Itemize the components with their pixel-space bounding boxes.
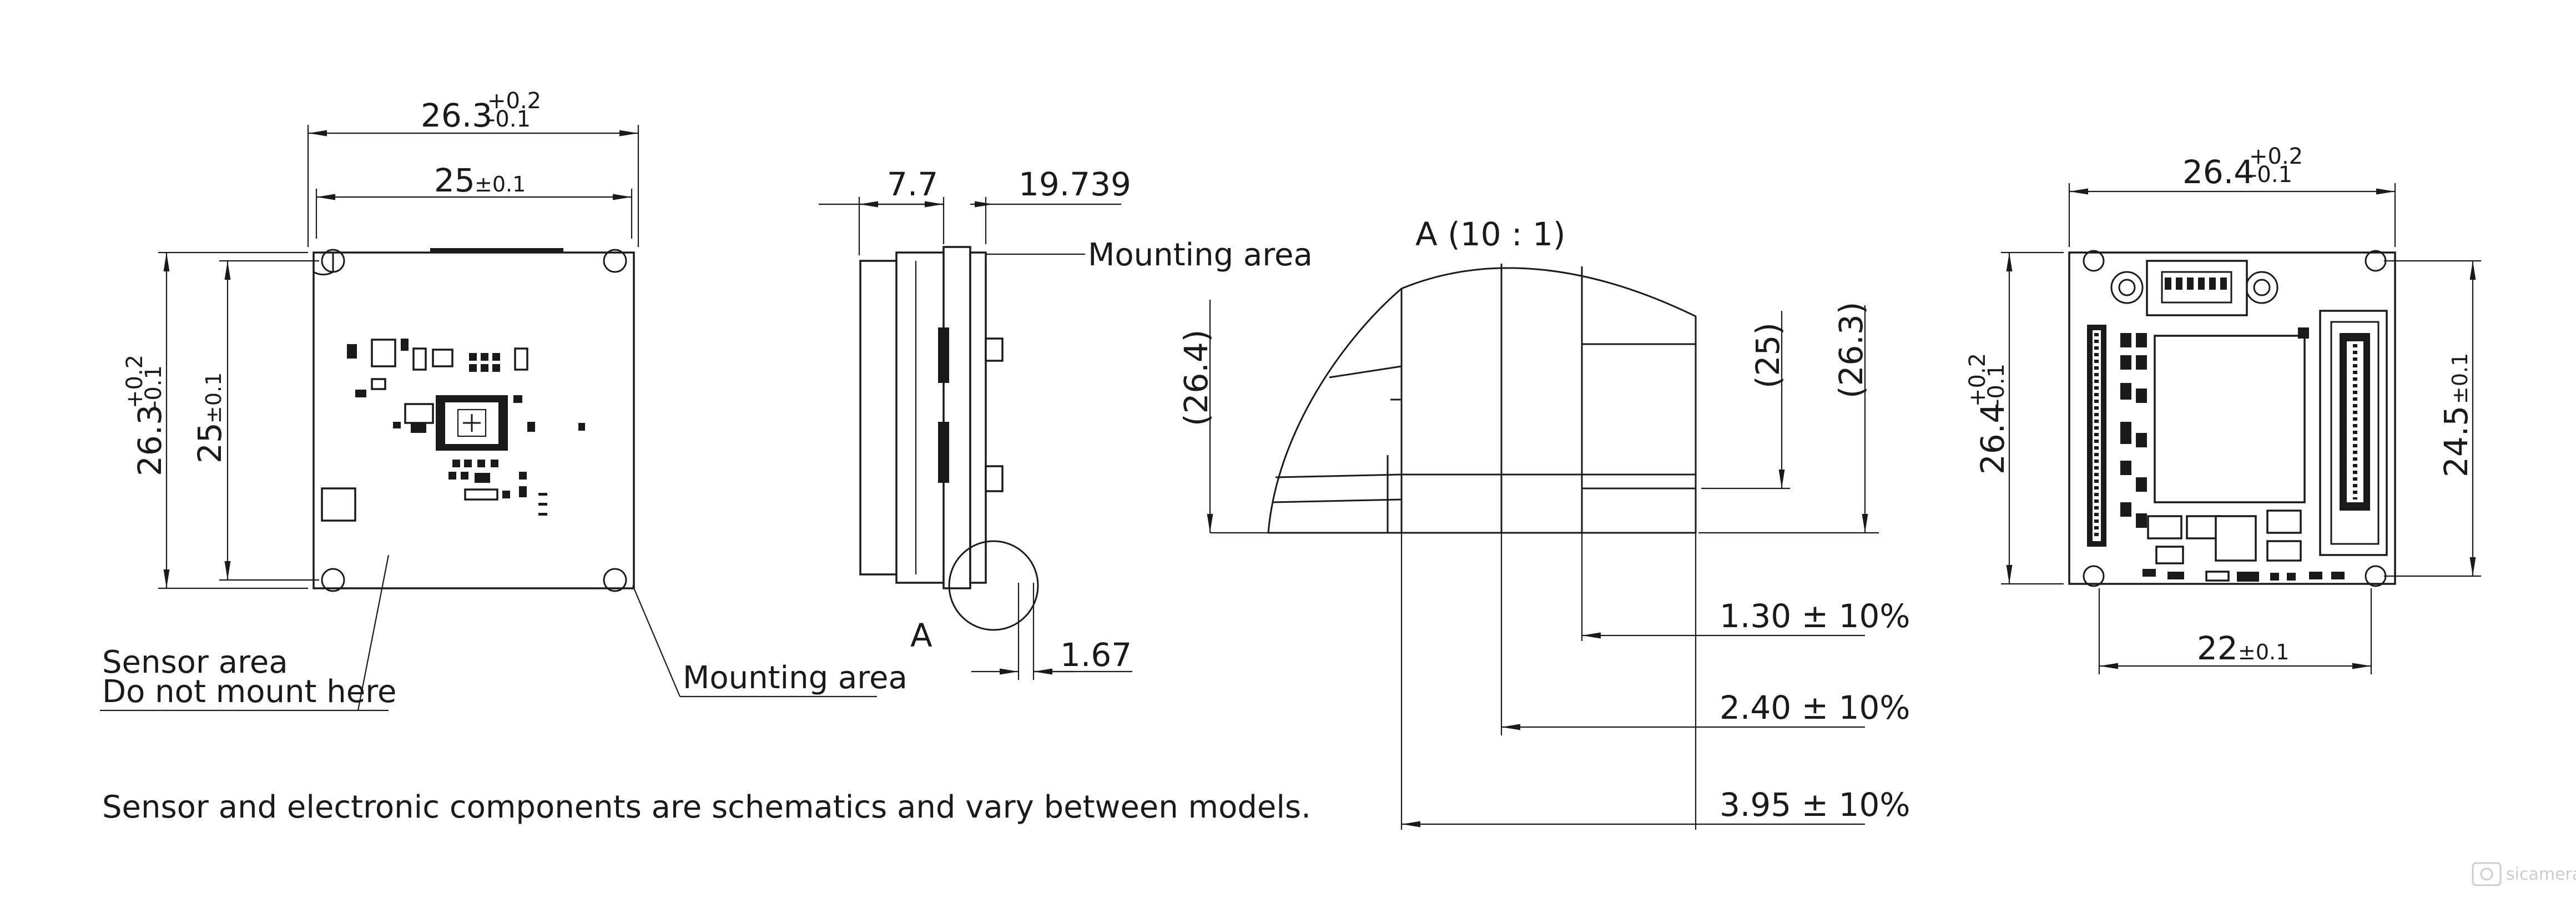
dim-side-19-739: 19.739 xyxy=(970,165,1131,244)
dim-front-width-outer: 26.3 +0.2 -0.1 xyxy=(307,88,639,247)
dim-back-width-top-nominal: 26.4 xyxy=(2182,153,2254,191)
back-left-connector xyxy=(2087,325,2106,547)
dim-side-1-67: 1.67 xyxy=(971,583,1132,680)
dim-back-width-bottom-tol: ±0.1 xyxy=(2238,640,2289,664)
watermark-logo-icon xyxy=(2472,862,2502,886)
detail-circle-a xyxy=(948,540,1039,631)
dim-back-height-left-upper: +0.2 xyxy=(1965,353,1990,407)
dim-front-width-inner: 25 ±0.1 xyxy=(315,162,633,239)
dim-front-height-outer-upper: +0.2 xyxy=(122,355,148,408)
dim-detail-25-value: (25) xyxy=(1749,322,1787,389)
detail-arc-outline xyxy=(1267,267,1697,534)
dim-side-7-7: 7.7 xyxy=(819,165,945,255)
dim-side-1-67-value: 1.67 xyxy=(1060,636,1132,674)
dim-front-width-outer-upper: +0.2 xyxy=(487,88,541,114)
back-components xyxy=(2120,327,2345,582)
watermark: sicamera xyxy=(2472,862,2576,886)
front-top-strip xyxy=(430,248,563,253)
dim-front-height-inner: 25 ±0.1 xyxy=(191,260,319,581)
dim-detail-26-3: (26.3) xyxy=(1698,302,1879,534)
dim-back-height-right: 24.5 ±0.1 xyxy=(2384,260,2481,577)
dim-side-7-7-value: 7.7 xyxy=(887,165,938,203)
dim-front-height-inner-tol: ±0.1 xyxy=(201,372,226,423)
dim-detail-26-4: (26.4) xyxy=(1177,300,1399,534)
footnote: Sensor and electronic components are sch… xyxy=(102,789,1311,825)
front-mounting-callout: Mounting area xyxy=(632,585,908,698)
dim-front-height-outer: 26.3 +0.2 -0.1 xyxy=(122,251,308,589)
dim-front-width-outer-lower: -0.1 xyxy=(487,107,531,132)
back-usb-connector xyxy=(2319,310,2388,556)
sensor-chip xyxy=(436,395,508,451)
dim-detail-26-4-value: (26.4) xyxy=(1177,330,1215,426)
dim-detail-25: (25) xyxy=(1701,311,1790,490)
dim-back-height-right-tol: ±0.1 xyxy=(2448,353,2472,404)
back-view: 26.4 +0.2 -0.1 26.4 +0.2 -0.1 24.5 ±0.1 xyxy=(1965,144,2481,674)
dim-front-height-inner-nominal: 25 xyxy=(191,422,229,463)
dim-back-width-bottom-nominal: 22 xyxy=(2197,629,2238,667)
front-mounting-label: Mounting area xyxy=(683,660,908,696)
dim-back-width-top: 26.4 +0.2 -0.1 xyxy=(2068,144,2396,247)
dim-back-height-left-nominal: 26.4 xyxy=(1974,403,2012,475)
dim-front-width-outer-nominal: 26.3 xyxy=(421,97,492,134)
dim-detail-thick-1: 1.30 ± 10% xyxy=(1720,597,1910,635)
dim-back-width-top-upper: +0.2 xyxy=(2249,144,2303,169)
side-mounting-label: Mounting area xyxy=(1088,237,1313,273)
sensor-area-label: Sensor area xyxy=(102,644,288,680)
dim-front-width-inner-nominal: 25 xyxy=(434,162,475,199)
side-components xyxy=(915,261,1004,574)
detail-title: A (10 : 1) xyxy=(1415,215,1566,253)
side-view: A 7.7 19.739 Mounting area 1. xyxy=(819,165,1313,680)
front-components xyxy=(321,339,585,522)
sensor-area-callout: Sensor area Do not mount here xyxy=(100,554,396,712)
front-view: 26.3 +0.2 -0.1 25 ±0.1 26.3 +0.2 -0.1 xyxy=(100,88,908,712)
dim-detail-thick-2: 2.40 ± 10% xyxy=(1720,689,1910,727)
dim-back-height-right-nominal: 24.5 xyxy=(2437,406,2475,477)
dim-back-height-left: 26.4 +0.2 -0.1 xyxy=(1965,251,2064,585)
front-mounting-holes xyxy=(312,249,627,592)
back-main-chip xyxy=(2154,335,2306,503)
dim-front-height-outer-lower: -0.1 xyxy=(141,365,167,408)
dim-detail-thickness: 1.30 ± 10% 2.40 ± 10% 3.95 ± 10% xyxy=(1400,533,1910,830)
back-top-connector xyxy=(2110,260,2278,316)
detail-marker-a: A xyxy=(910,617,932,654)
dim-front-width-inner-tol: ±0.1 xyxy=(475,172,526,196)
side-mounting-callout: Mounting area xyxy=(986,237,1313,273)
dim-back-width-top-lower: -0.1 xyxy=(2249,162,2292,188)
dim-back-height-left-lower: -0.1 xyxy=(1984,364,2009,407)
watermark-text: sicamera xyxy=(2506,865,2576,884)
sensor-no-mount-label: Do not mount here xyxy=(102,674,396,710)
dim-detail-thick-3: 3.95 ± 10% xyxy=(1720,786,1910,824)
dim-detail-26-3-value: (26.3) xyxy=(1832,302,1870,398)
dim-side-19-739-value: 19.739 xyxy=(1019,165,1131,203)
dim-back-width-bottom: 22 ±0.1 xyxy=(2098,588,2372,674)
dim-front-height-outer-nominal: 26.3 xyxy=(131,405,169,476)
detail-view-a: A (10 : 1) (26.4) (25) xyxy=(1177,215,1910,830)
detail-layers xyxy=(1272,264,1696,533)
